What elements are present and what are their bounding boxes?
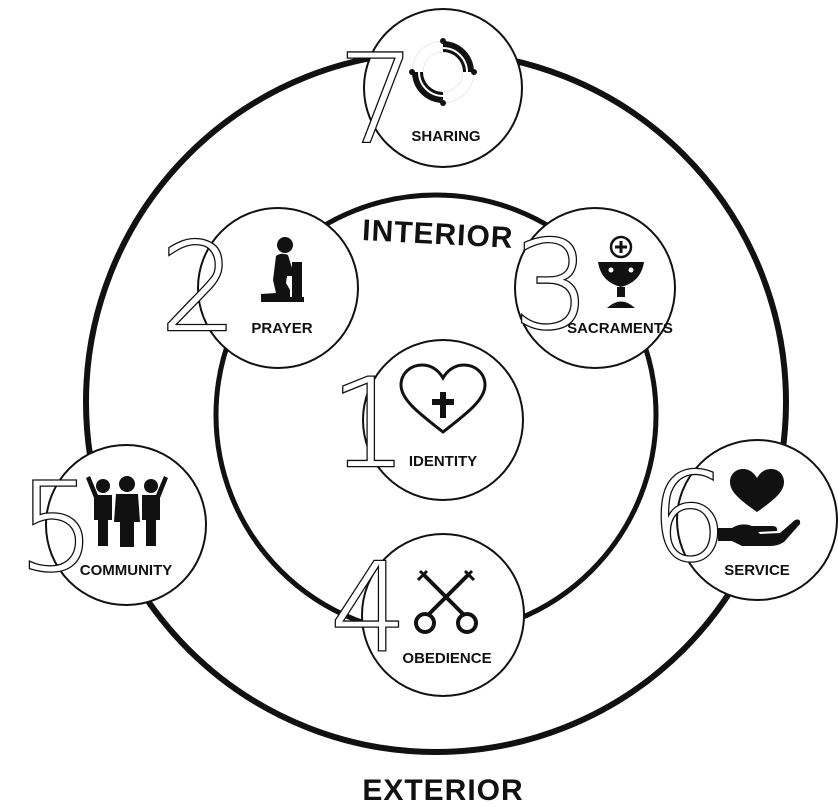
- node-number: 4: [330, 537, 408, 679]
- node-label: SHARING: [411, 128, 480, 145]
- node-label: SERVICE: [724, 562, 790, 579]
- node-number: 5: [18, 457, 96, 599]
- chalice-host-icon: [598, 235, 644, 308]
- lifebuoy-icon: [409, 38, 477, 106]
- crossed-keys-icon: [414, 569, 478, 634]
- node-label: PRAYER: [251, 320, 312, 337]
- node-number: 6: [650, 447, 728, 589]
- node-prayer: 2 PRAYER: [159, 207, 359, 369]
- heart-cross-icon: [399, 363, 487, 434]
- node-sharing: 7 SHARING: [337, 8, 523, 172]
- node-obedience: 4 OBEDIENCE: [329, 533, 525, 697]
- node-number: 1: [330, 353, 408, 495]
- node-number: 3: [513, 215, 591, 357]
- heart-in-hand-icon: [718, 469, 801, 546]
- node-label: IDENTITY: [409, 453, 477, 470]
- people-group-icon: [86, 476, 168, 547]
- kneeling-prayer-icon: [261, 237, 304, 302]
- node-community: 5 COMMUNITY: [17, 444, 207, 606]
- exterior-label: EXTERIOR: [362, 774, 523, 807]
- node-label: OBEDIENCE: [402, 650, 491, 667]
- interior-label: INTERIOR: [361, 214, 514, 255]
- node-number: 2: [160, 217, 238, 359]
- node-sacraments: 3 SACRAMENTS: [512, 207, 676, 369]
- node-number: 7: [338, 29, 416, 171]
- node-service: 6 SERVICE: [649, 439, 838, 601]
- node-label: SACRAMENTS: [567, 320, 673, 337]
- node-identity: 1 IDENTITY: [329, 339, 524, 501]
- node-label: COMMUNITY: [80, 562, 173, 579]
